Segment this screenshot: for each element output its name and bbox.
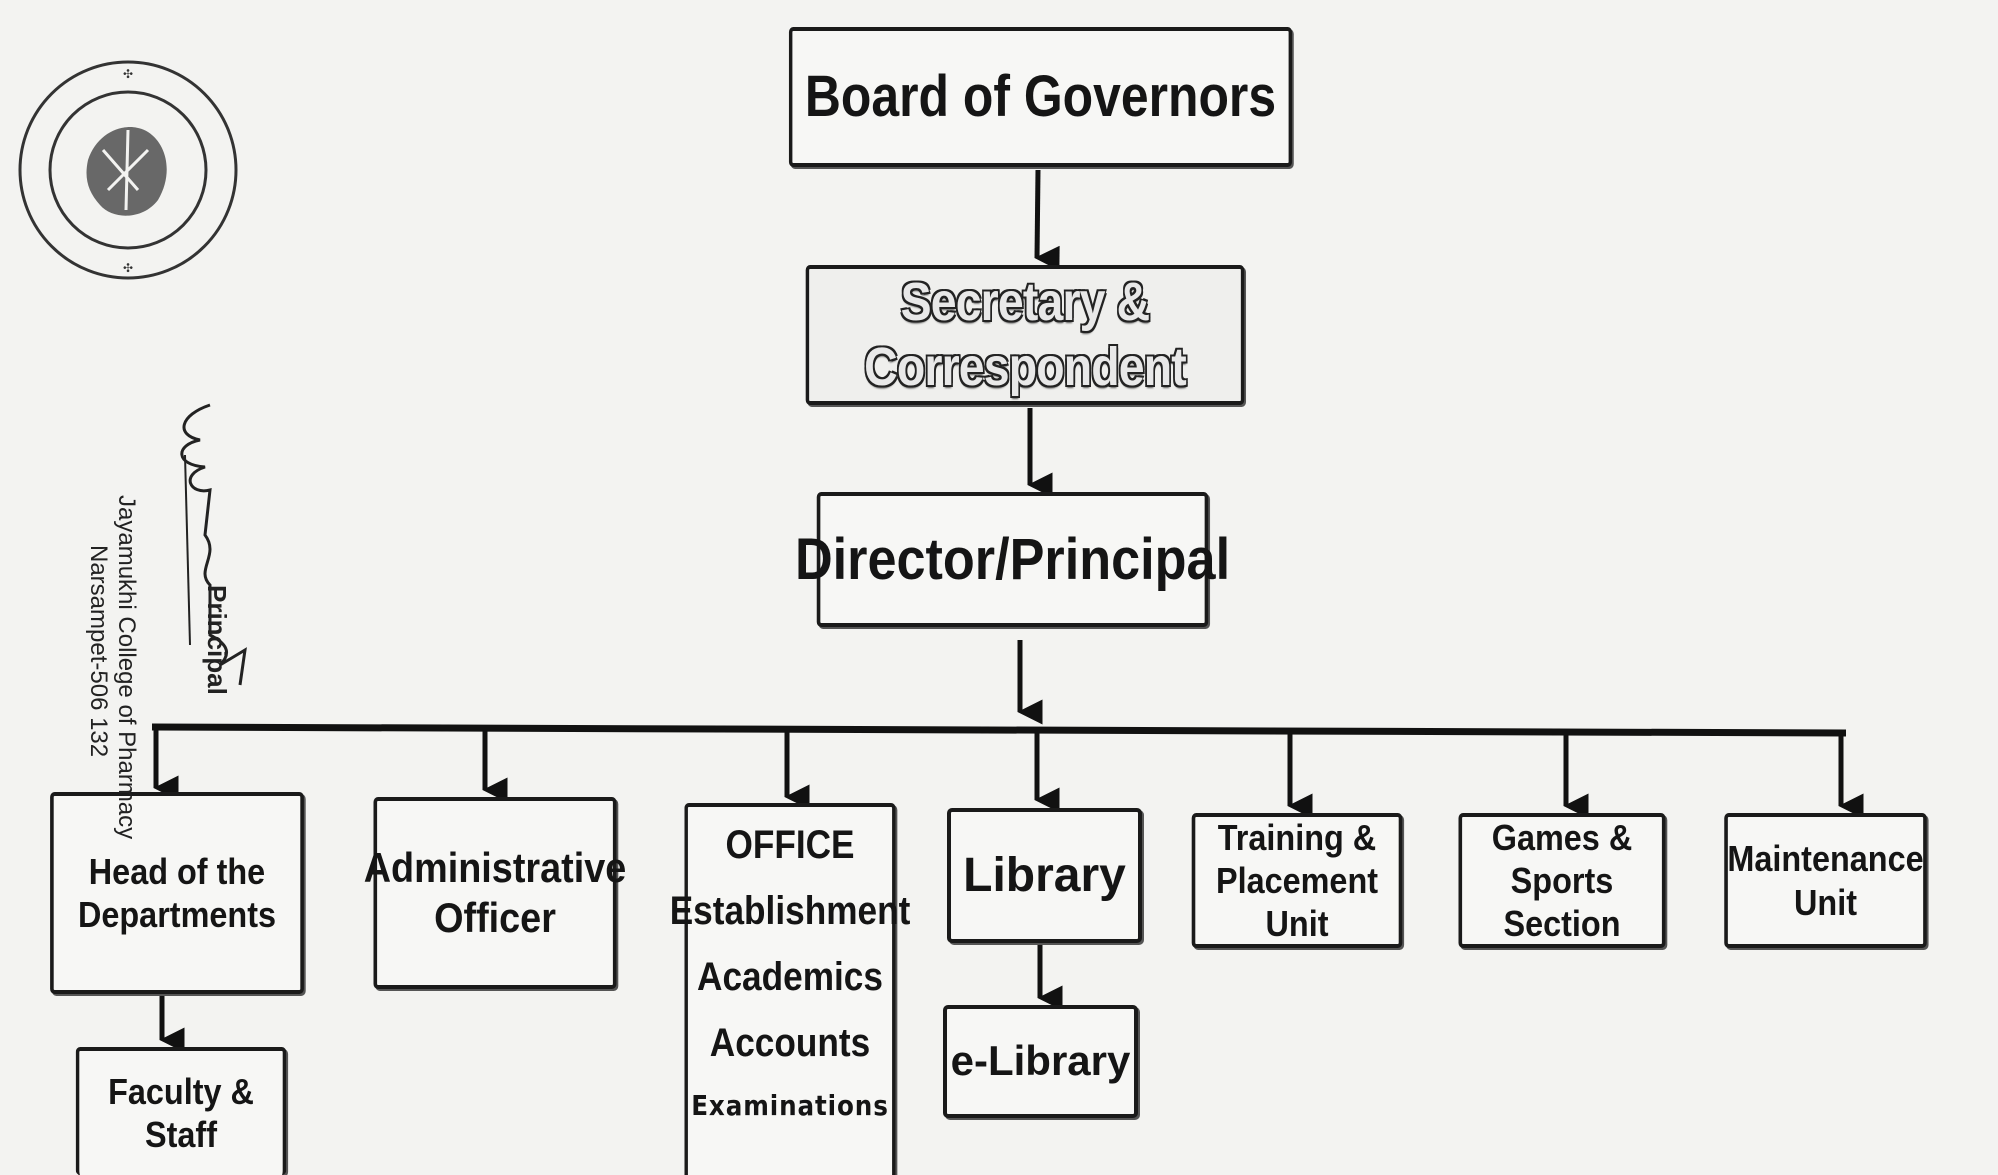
admin-label-line-1: Administrative [363, 843, 627, 891]
office-label: OFFICE [725, 823, 855, 867]
director-principal-box: Director/Principal [795, 492, 1230, 627]
hod-label-line-2: Departments [77, 894, 277, 935]
games-sports-box: Games & Sports Section [1458, 813, 1666, 948]
training-placement-box: Training & Placement Unit [1191, 813, 1403, 948]
library-box: Library [947, 808, 1142, 943]
arrow-board-to-secretary [1034, 169, 1060, 271]
maintenance-unit-box: Maintenance Unit [1724, 813, 1927, 948]
library-label: Library [963, 848, 1126, 902]
secretary-label: Secretary & Correspondent [864, 272, 1187, 397]
maintenance-label-line-1: Maintenance [1727, 838, 1924, 880]
faculty-label-line-1: Faculty & [108, 1070, 254, 1112]
horizontal-bus-line [151, 723, 1847, 737]
director-label: Director/Principal [794, 526, 1231, 592]
handwritten-signature [180, 403, 247, 686]
secretary-correspondent-box: Secretary & Correspondent [805, 265, 1245, 405]
examinations-label: Examinations [691, 1089, 889, 1122]
administrative-officer-box: Administrative Officer [364, 797, 626, 989]
games-label-line-1: Games & Sports [1491, 816, 1633, 901]
admin-label-line-2: Officer [434, 894, 556, 941]
college-seal-stamp: ✣ ✣ [18, 60, 238, 280]
head-of-departments-box: Head of the Departments [50, 792, 304, 994]
faculty-staff-box: Faculty & Staff [75, 1047, 287, 1175]
accounts-label: Accounts [709, 1021, 871, 1065]
training-label-line-2: Placement Unit [1215, 859, 1379, 945]
svg-text:✣: ✣ [123, 261, 133, 275]
e-library-box: e-Library [943, 1005, 1138, 1118]
board-of-governors-box: Board of Governors [788, 27, 1293, 167]
training-label-line-1: Training & [1217, 816, 1377, 858]
svg-text:✣: ✣ [123, 67, 133, 81]
signature-title: Principal [202, 585, 232, 695]
academics-label: Academics [697, 955, 883, 999]
signature-college: Jayamukhi College of Pharmacy [113, 495, 140, 840]
hod-label-line-1: Head of the [88, 850, 266, 892]
office-box: OFFICE Establishment Academics Accounts … [670, 803, 910, 1175]
board-label: Board of Governors [804, 64, 1277, 130]
maintenance-label-line-2: Unit [1794, 881, 1857, 923]
games-label-line-2: Section [1503, 903, 1621, 945]
faculty-label-line-2: Staff [145, 1114, 217, 1155]
elibrary-label: e-Library [950, 1037, 1131, 1085]
establishment-label: Establishment [669, 889, 911, 933]
signature-place: Narsampet-506 132 [85, 545, 112, 758]
